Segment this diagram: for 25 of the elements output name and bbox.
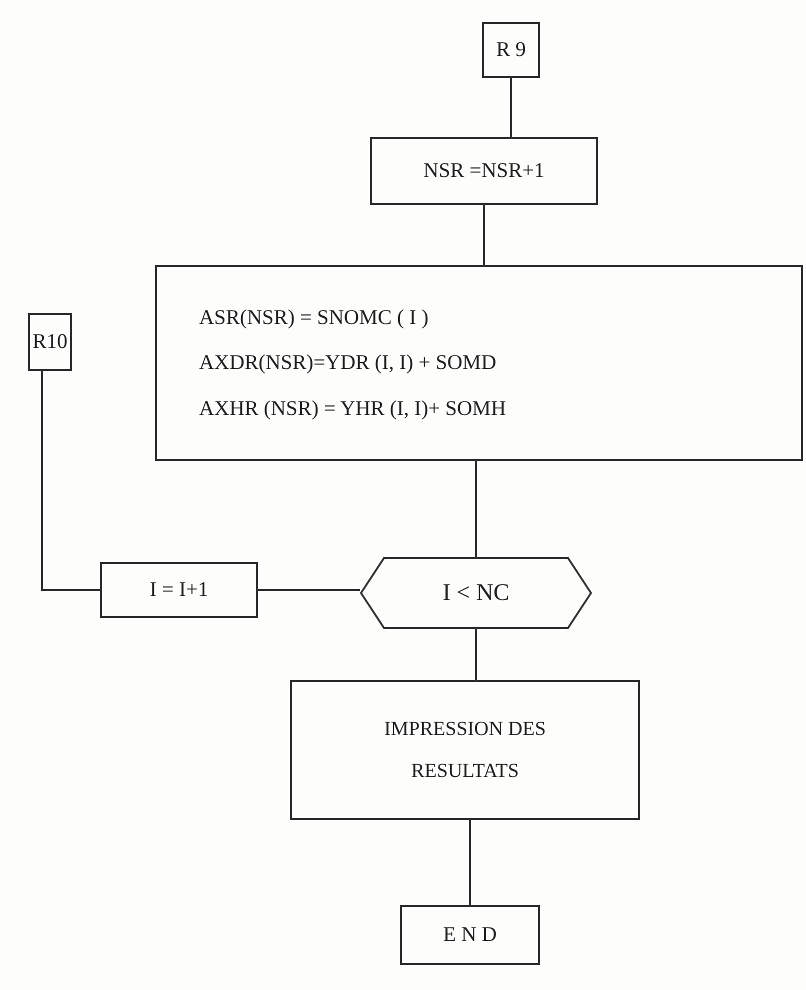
connector-line [510,78,512,137]
process-box [482,22,540,78]
decision-hexagon [360,557,592,629]
box-text: IMPRESSION DES RESULTATS [383,717,547,784]
process-box [100,562,258,618]
connector-line [475,629,477,680]
box-text: R10 [32,328,68,356]
box-text: E N D [443,921,497,948]
connector-line [258,589,360,591]
box-text: NSR =NSR+1 [423,157,545,184]
process-box [28,313,72,371]
process-box [400,905,540,965]
box-text: AXDR(NSR)=YDR (I, I) + SOMD [199,349,496,376]
connector-line [475,461,477,557]
process-box [290,680,640,820]
connector-line [41,371,100,591]
connector-line [483,205,485,265]
box-text: AXHR (NSR) = YHR (I, I)+ SOMH [199,394,506,422]
box-text: I = I+1 [150,576,208,604]
process-box [370,137,598,205]
process-box [155,265,803,461]
box-text: ASR(NSR) = SNOMC ( I ) [199,304,428,331]
condition-text: I < NC [442,579,510,608]
box-text: R 9 [496,36,526,64]
connector-line [469,820,471,905]
